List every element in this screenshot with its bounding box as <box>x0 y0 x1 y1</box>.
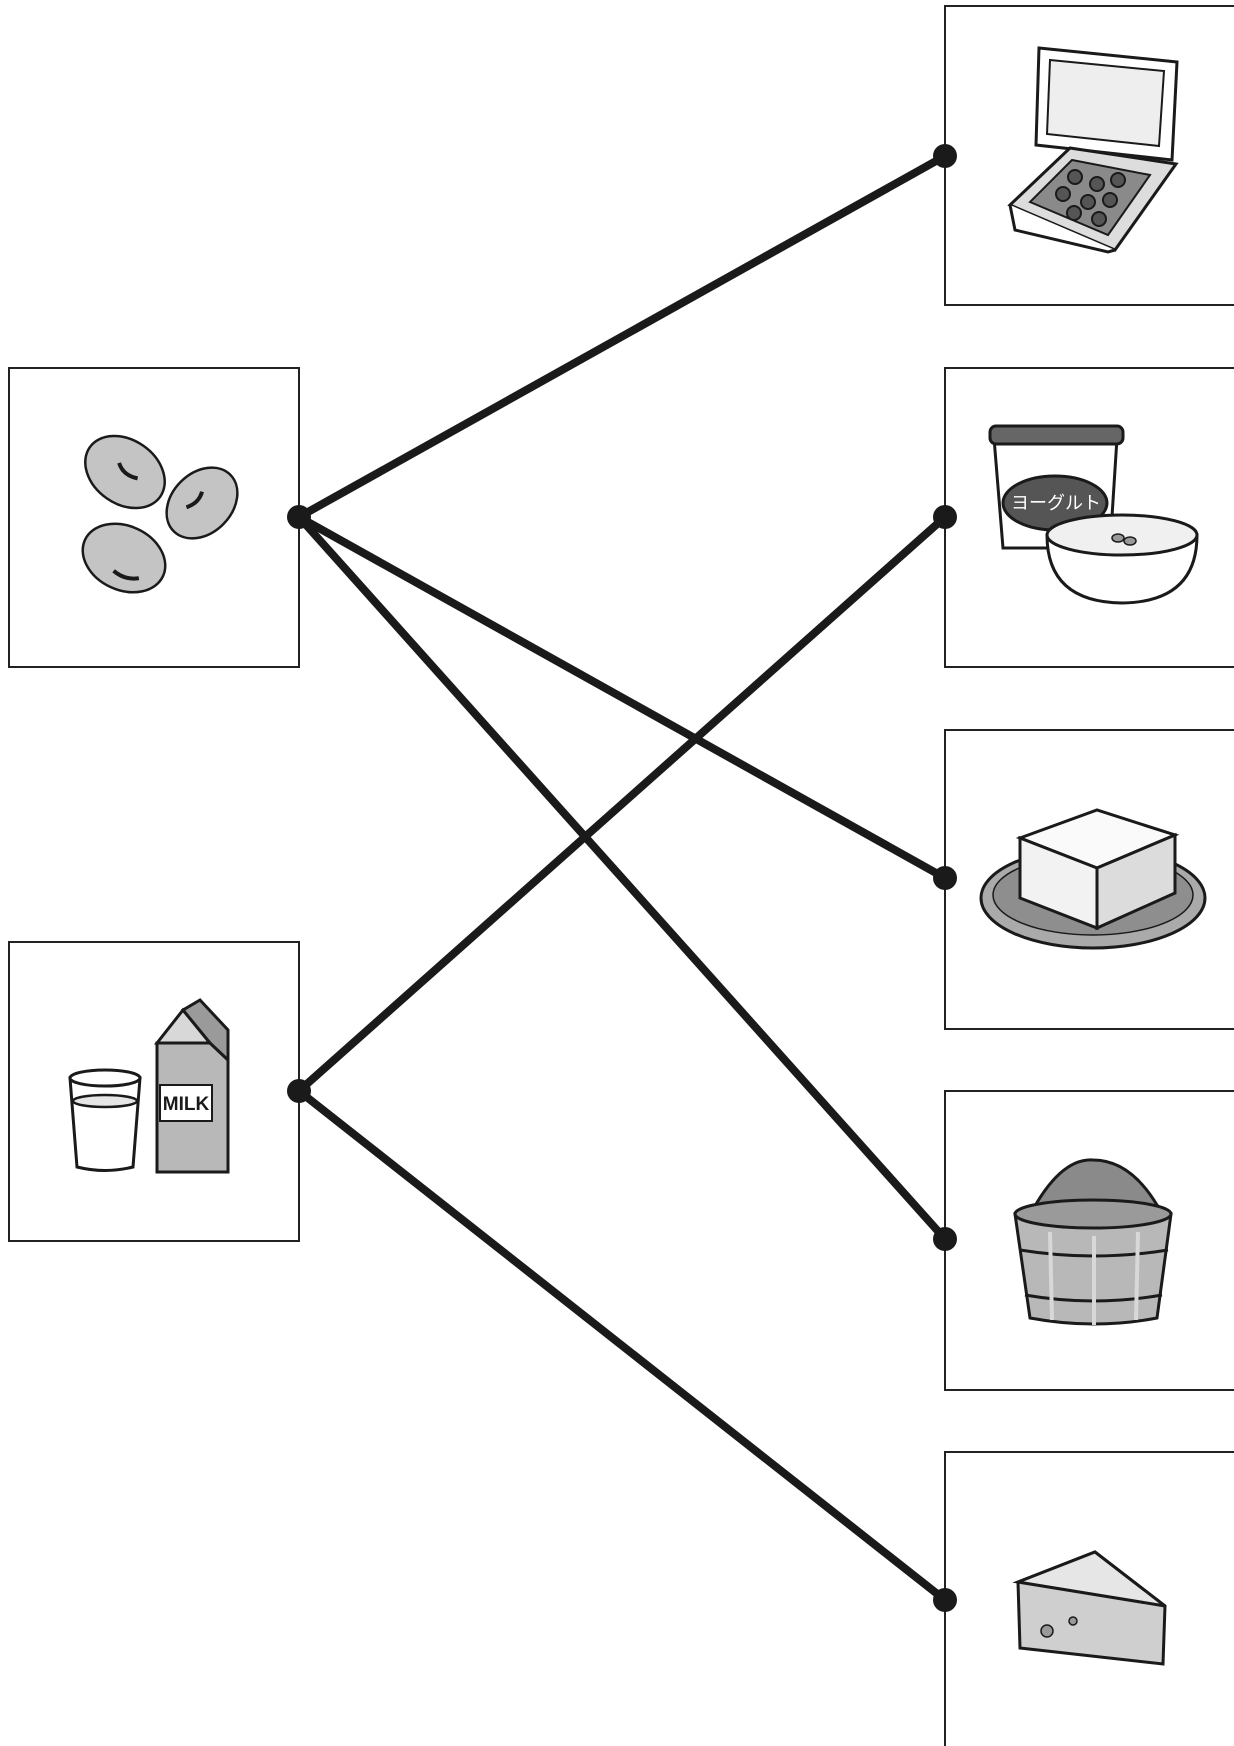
cheese-icon <box>1012 1550 1167 1666</box>
connection-line-milk-yogurt <box>295 513 949 1095</box>
connector-dot-milk <box>287 1079 311 1103</box>
soybeans-icon <box>81 434 239 594</box>
connector-dot-soybeans <box>287 505 311 529</box>
connection-line-soybeans-tofu <box>295 513 949 882</box>
connector-dot-cheese <box>933 1588 957 1612</box>
source-box-milk <box>8 941 300 1242</box>
yogurt-label: ヨーグルト <box>1011 493 1101 513</box>
miso-icon <box>1013 1158 1173 1326</box>
connection-line-milk-cheese <box>295 1087 949 1604</box>
connector-dot-miso <box>933 1227 957 1251</box>
connection-line-soybeans-natto <box>295 152 949 521</box>
connection-line-soybeans-miso <box>295 513 949 1243</box>
connector-dot-natto <box>933 144 957 168</box>
connector-dot-yogurt <box>933 505 957 529</box>
source-box-soybeans <box>8 367 300 668</box>
milk-icon: MILK <box>68 998 230 1174</box>
milk-carton-label: MILK <box>163 1094 210 1115</box>
connection-lines <box>287 144 957 1612</box>
yogurt-icon: ヨーグルト <box>988 424 1199 605</box>
tofu-icon <box>979 808 1207 950</box>
natto-icon <box>1007 46 1179 254</box>
connector-dot-tofu <box>933 866 957 890</box>
